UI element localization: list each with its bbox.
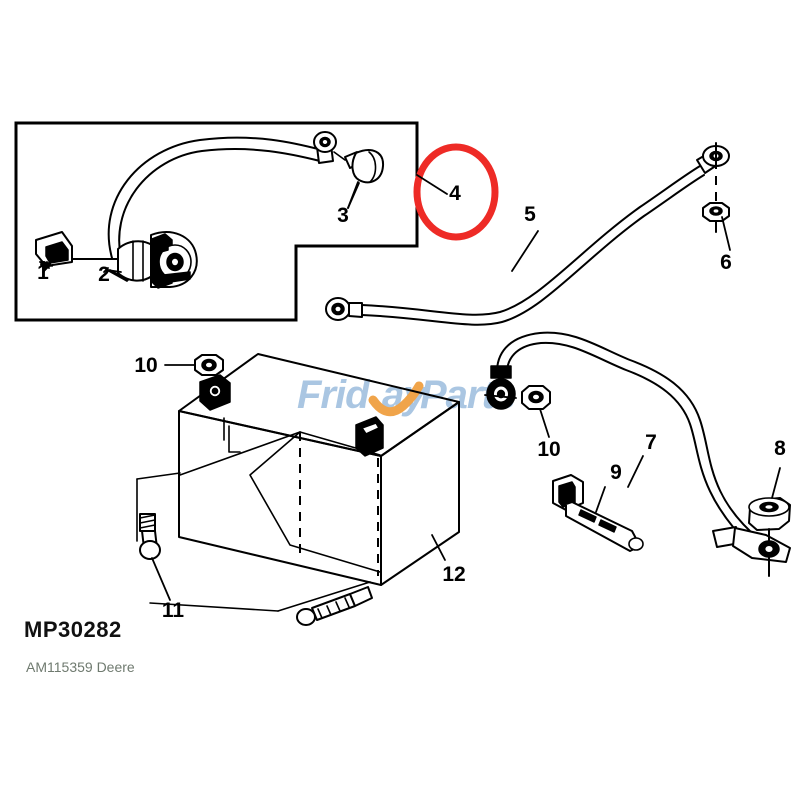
watermark-text-frid: Frid [297, 373, 371, 417]
inset-ring-terminal-bore [322, 140, 328, 144]
item-6-hex-nut [702, 142, 731, 251]
callout-label-11: 11 [162, 599, 185, 622]
bolt-lower-thr4 [344, 597, 350, 608]
leader-item-2 [109, 269, 129, 281]
item-5-positive-cable [325, 145, 730, 326]
nut8-bore [765, 505, 773, 509]
leader-line-to-6 [721, 216, 731, 251]
leader-line-to-11 [151, 557, 171, 601]
nut10a-bore [206, 362, 212, 368]
leader-lines [43, 182, 360, 282]
callout-label-7: 7 [645, 431, 657, 454]
item-12-battery [178, 353, 460, 586]
item-9-hold-down-bracket [552, 474, 644, 552]
bolt-lower [296, 586, 373, 626]
bolt-lower-thr3 [335, 601, 341, 612]
leader-line-to-1 [43, 265, 49, 271]
bolt-lower-thr1 [317, 608, 323, 619]
bolt-lower-thr2 [326, 605, 332, 616]
item-7-negative-cable [486, 331, 761, 549]
battery-front-face [178, 410, 382, 586]
bolt-lower-head [296, 608, 316, 626]
callout-label-9: 9 [610, 461, 622, 484]
watermark: Frid ay Parts [297, 373, 516, 417]
callout-label-5: 5 [524, 203, 536, 226]
bolt-path-bottom [149, 602, 279, 612]
leader-line-to-10-lower [539, 408, 550, 438]
nut10b-bore [533, 394, 539, 400]
red-highlight-ellipse [413, 143, 499, 241]
inset-boot-crease [368, 151, 377, 183]
battery-terminal-post-left-bore [211, 387, 219, 395]
callout-label-1: 1 [37, 261, 49, 284]
inset-cable-outer [107, 136, 323, 259]
leader-line-to-2 [108, 270, 128, 282]
bolt-left-thr1 [139, 514, 156, 519]
battery-mid-line [179, 431, 301, 476]
item-11-hold-down-bolts [136, 472, 373, 626]
battery-inner-panel [249, 431, 381, 573]
callout-label-4: 4 [449, 182, 461, 205]
leader-line-to-7 [627, 455, 644, 488]
bolt-path-top [136, 472, 181, 480]
sub-part-number-label: AM115359 Deere [26, 659, 135, 675]
inset-boot-link [333, 151, 346, 161]
leader-line-nut10b-to-ring [484, 394, 517, 399]
callout-label-3: 3 [337, 204, 349, 227]
bracket9-end-eye [628, 537, 644, 551]
bolt-path-diag [277, 581, 371, 612]
leader-line-to-4 [416, 174, 448, 195]
inset-clamp-base [154, 271, 191, 285]
leader-line-to-8 [771, 467, 781, 499]
bolt-left-head [139, 540, 161, 560]
leader-line-to-3 [347, 182, 360, 209]
battery-label-notch [228, 425, 241, 453]
cable5-ring-bore [335, 306, 341, 312]
bolt-left-thr2 [139, 519, 156, 524]
cable7-inner-line [506, 341, 753, 549]
part-number-label: MP30282 [24, 617, 122, 642]
bolt-left [139, 513, 171, 601]
leader-line-to-9 [595, 486, 606, 513]
callout-labels: 1 2 3 4 5 6 7 8 9 10 10 11 12 [37, 182, 786, 622]
bolt-lower-shank [349, 586, 373, 607]
cable7-left-crimp [490, 365, 512, 379]
battery-right-face [380, 401, 460, 586]
cable5-outer-line [361, 165, 701, 316]
inset-clamp-post-bore [172, 258, 178, 266]
inset-cable-assembly [35, 131, 385, 289]
callout-label-10-lower: 10 [537, 438, 560, 461]
inset-boot-body [351, 149, 385, 184]
inset-clamp-tab [156, 241, 169, 254]
bracket9-hole1 [578, 509, 597, 523]
bolt-left-thr3 [139, 524, 156, 529]
callout-label-6: 6 [720, 251, 732, 274]
item-8-bolt-nut [712, 467, 791, 577]
leader-line-to-5 [511, 230, 539, 272]
inset-clamp-sleeve [117, 240, 153, 282]
nut6-bore [713, 209, 719, 213]
cable7-outer-line [496, 331, 761, 541]
detail-inset-box [14, 121, 419, 322]
callout-label-12: 12 [442, 563, 465, 586]
inset-cable-inner [118, 148, 321, 263]
inset-connector-face [45, 241, 69, 264]
visible-leaders [42, 181, 359, 281]
cable8-ring-bore [765, 546, 773, 552]
battery-terminal-post-right [355, 416, 384, 457]
leader-line-to-12 [431, 534, 446, 561]
callout-label-8: 8 [774, 437, 786, 460]
callout-label-2: 2 [98, 263, 110, 286]
item-10-hex-nut-lower [484, 385, 551, 438]
battery-terminal-post-right-face [361, 422, 380, 435]
callout-label-10-upper: 10 [134, 354, 157, 377]
bracket9-hole2 [598, 519, 617, 533]
callout-2-leader-stub [103, 267, 109, 273]
item-10-hex-nut-upper [164, 354, 224, 376]
cable5-inner-line [361, 174, 705, 326]
cable5-crimp [348, 302, 363, 318]
